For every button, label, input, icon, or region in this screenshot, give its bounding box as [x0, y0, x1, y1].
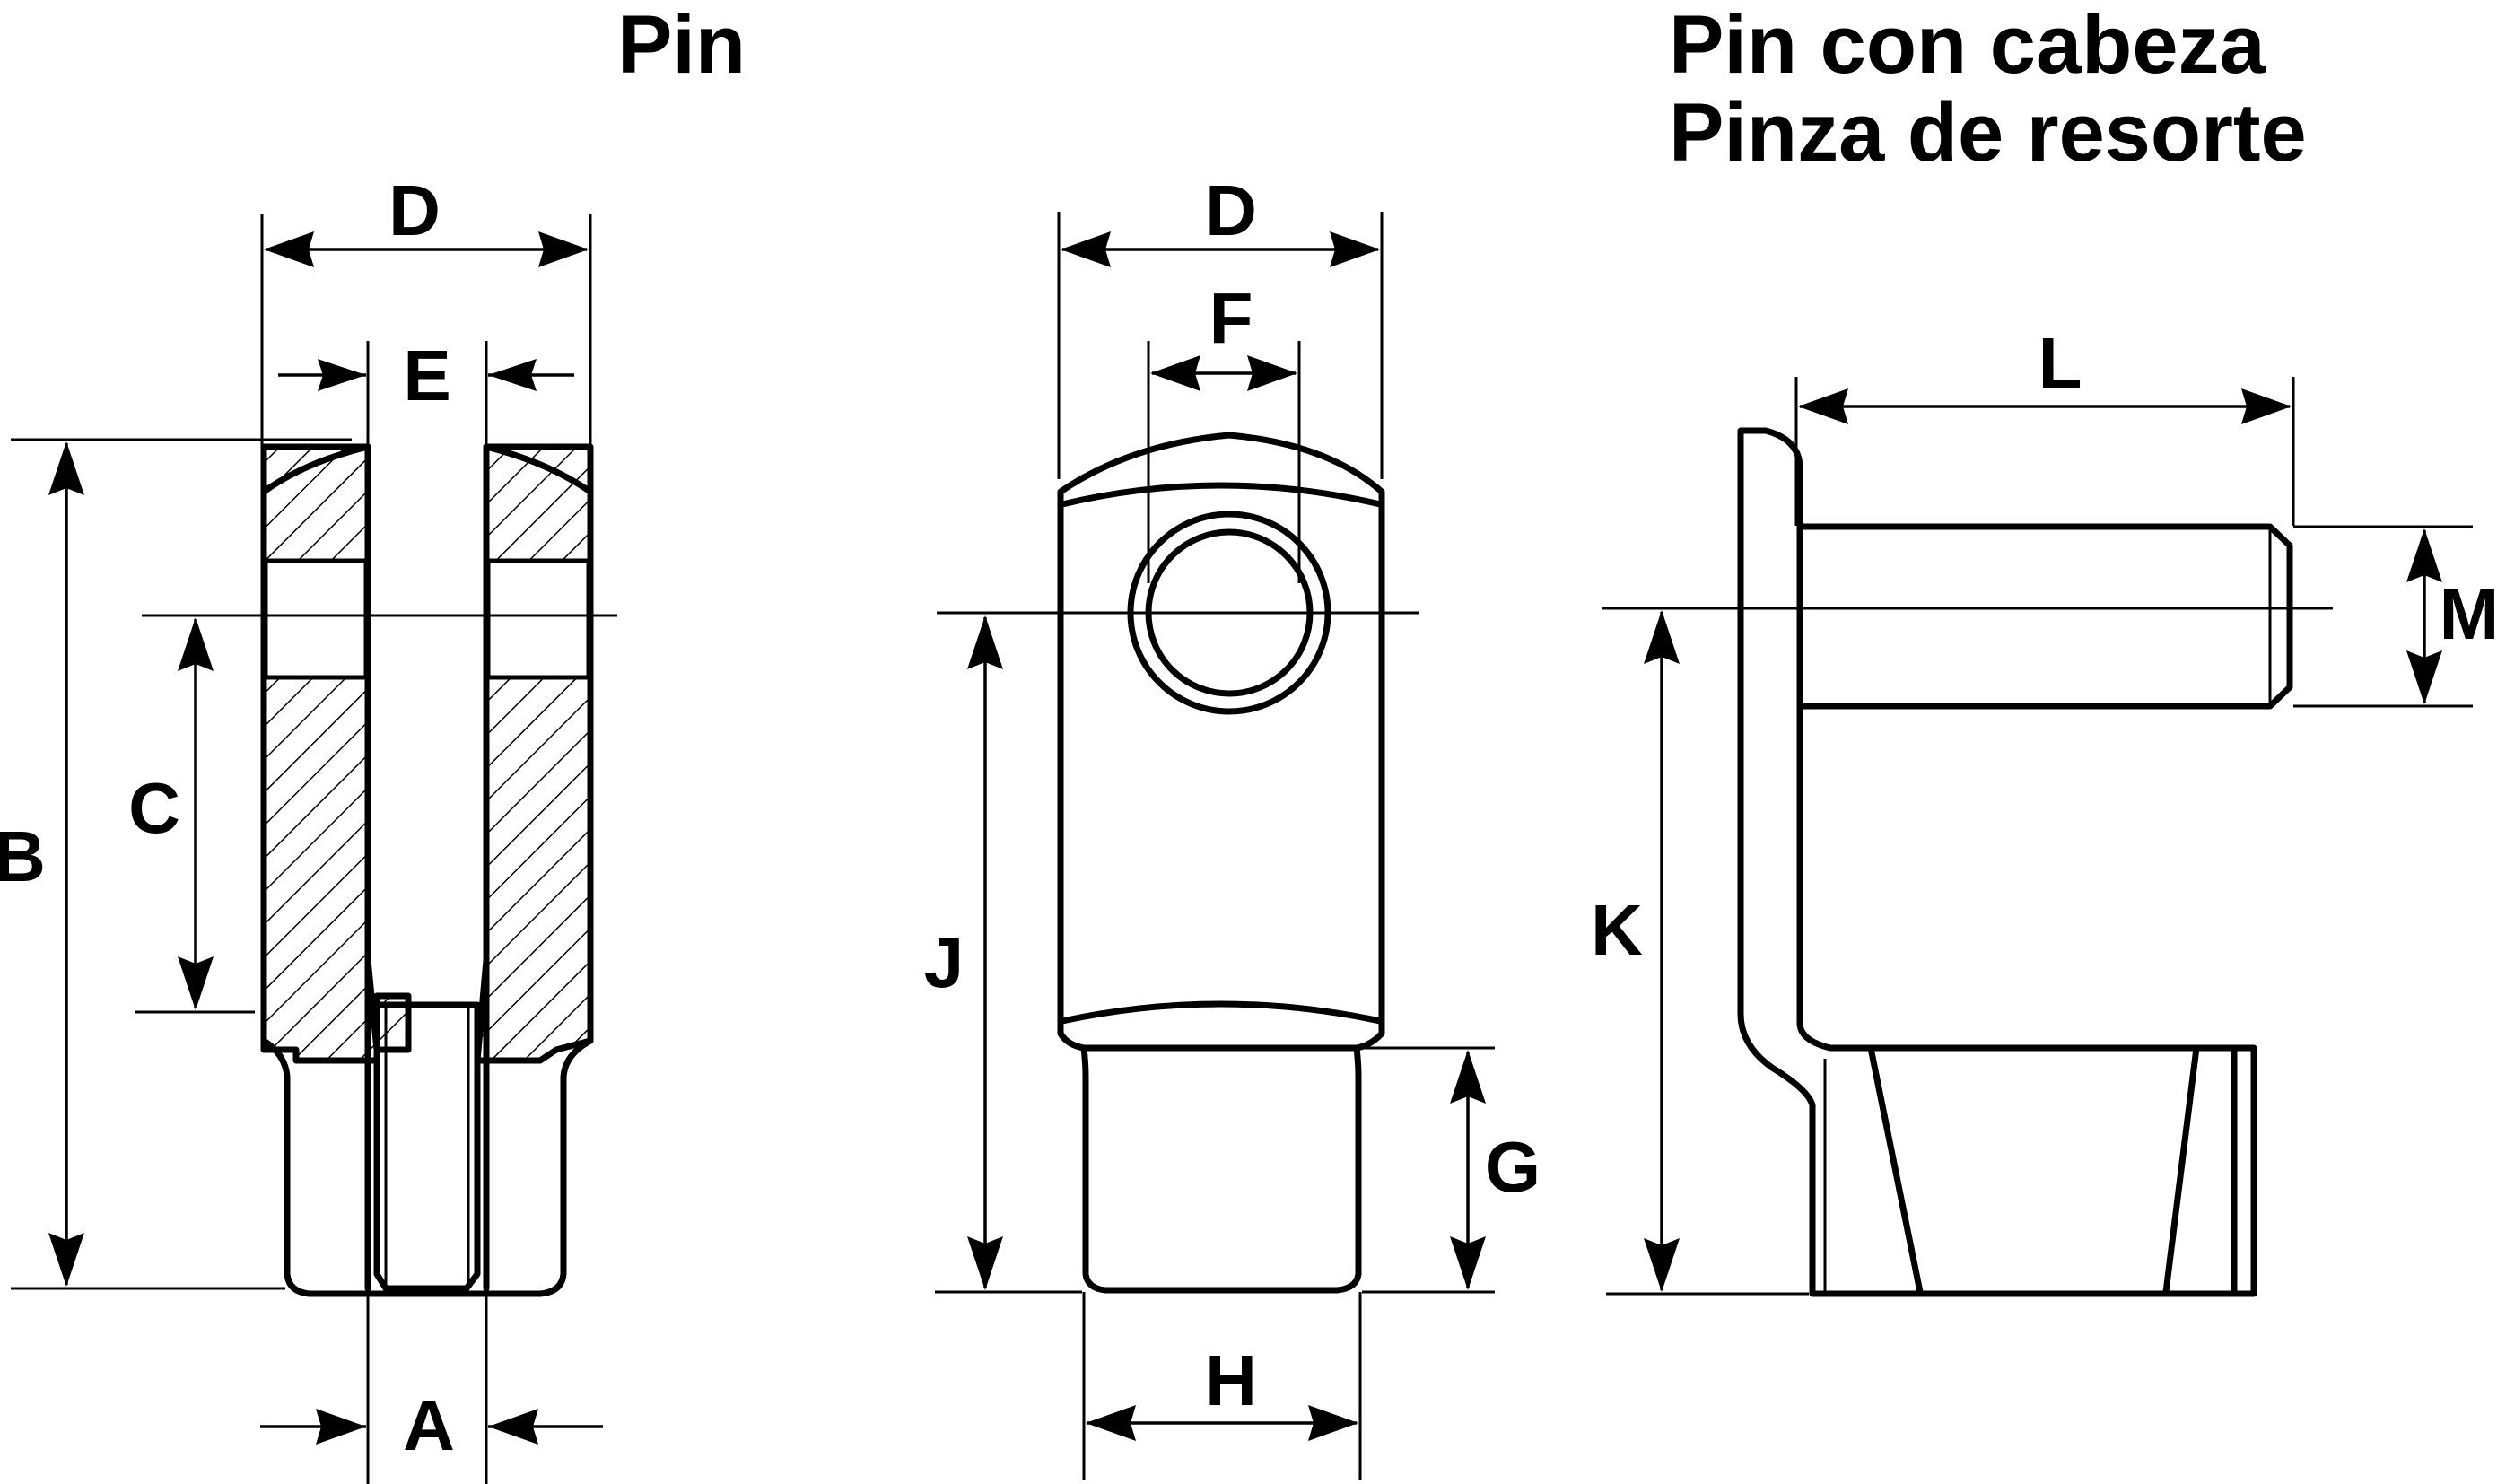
dim-label-D-clevis: D — [389, 170, 441, 250]
slot-windows — [263, 558, 591, 680]
dim-label-B: B — [0, 816, 46, 896]
right-wall-section — [474, 443, 594, 1064]
title-spring-clip: Pinza de resorte — [1669, 87, 2307, 179]
dim-label-E: E — [403, 336, 450, 415]
dim-label-L: L — [2039, 323, 2082, 403]
left-wall-section — [260, 443, 412, 1064]
clevis-front-shank — [1080, 1044, 1362, 1294]
clevis-front-view: D F J G H — [924, 170, 1541, 1480]
clevis-outline — [260, 443, 594, 1297]
title-pin-head: Pin con cabeza — [1669, 0, 2266, 91]
dim-label-A: A — [403, 1385, 455, 1465]
dim-label-M: M — [2440, 574, 2497, 654]
dim-label-H: H — [1205, 1340, 1257, 1420]
dim-label-D-front: D — [1205, 170, 1257, 250]
dim-label-K: K — [1591, 890, 1643, 970]
clevis-section-view: D E B C A — [0, 170, 617, 1484]
dim-label-G: G — [1485, 1127, 1541, 1207]
threaded-bore — [373, 1001, 481, 1292]
dim-label-C: C — [128, 768, 180, 848]
pin-and-clip-view: L M K — [1591, 323, 2497, 1297]
title-pin: Pin — [617, 0, 746, 91]
clevis-front-outline — [1057, 432, 1385, 1052]
dim-label-J: J — [924, 922, 965, 1002]
dim-label-F: F — [1209, 278, 1253, 358]
pin-head-plate — [1737, 427, 2257, 1297]
pin-shaft — [1796, 523, 2293, 710]
